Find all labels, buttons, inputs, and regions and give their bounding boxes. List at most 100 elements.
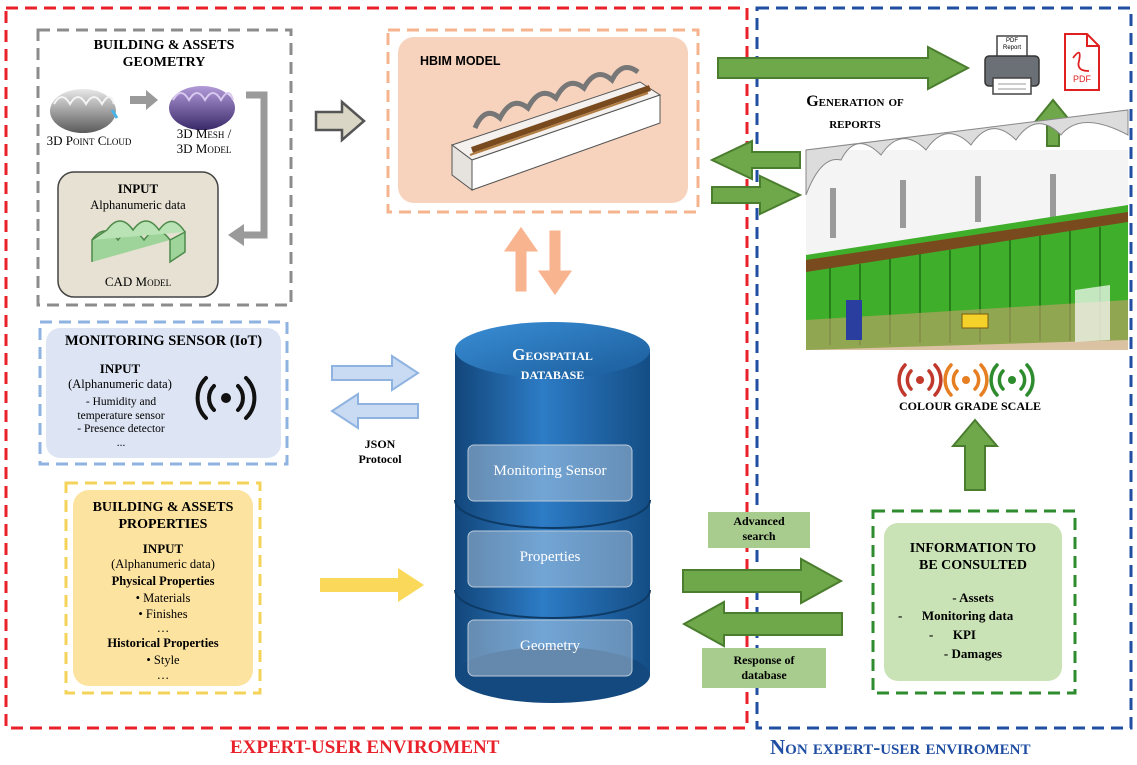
info-to-db-arrow bbox=[681, 600, 843, 648]
historical-item-ellipsis: … bbox=[156, 668, 170, 682]
json-label-line1: JSON bbox=[364, 437, 396, 451]
sensor-item-humidity-line1: - Humidity and bbox=[85, 396, 157, 408]
wifi-signal-icon bbox=[195, 376, 257, 420]
mesh-label-line2: 3D Model bbox=[176, 141, 232, 156]
database-title-line1: Geospatial bbox=[512, 345, 593, 364]
cad-model-drawing bbox=[91, 220, 186, 264]
database-cylinder bbox=[454, 322, 651, 703]
properties-input-subtitle: (Alphanumeric data) bbox=[111, 557, 215, 571]
db-layer-monitoring-label: Monitoring Sensor bbox=[493, 463, 607, 479]
library-3d-view-image bbox=[805, 109, 1129, 350]
info-title-line2: BE CONSULTED bbox=[918, 558, 1028, 573]
info-item-monitoring: - Monitoring data bbox=[898, 608, 1014, 623]
pdf-file-icon bbox=[1064, 33, 1100, 91]
properties-title-line1: BUILDING & ASSETS bbox=[92, 500, 234, 515]
sensor-input-subtitle: (Alphanumeric data) bbox=[68, 377, 172, 391]
db-layer-geometry bbox=[467, 619, 633, 677]
pdf-icon-label: PDF bbox=[1073, 74, 1091, 84]
hbim-to-printer-arrow bbox=[717, 45, 971, 91]
properties-input-title: INPUT bbox=[142, 541, 184, 556]
db-layer-monitoring bbox=[467, 444, 633, 502]
properties-inner bbox=[73, 490, 253, 686]
non-expert-environment-frame bbox=[755, 6, 1133, 730]
sensor-input-title: INPUT bbox=[99, 361, 141, 376]
physical-properties-title: Physical Properties bbox=[111, 574, 215, 588]
info-inner bbox=[884, 523, 1062, 681]
printer-label-line1: PDF bbox=[1006, 38, 1018, 44]
printer-pdf-report-label: PDF Report bbox=[997, 38, 1027, 52]
printer-icon bbox=[984, 35, 1040, 95]
historical-properties-title: Historical Properties bbox=[107, 636, 219, 650]
cad-input-title: INPUT bbox=[117, 181, 159, 196]
sensor-inner bbox=[46, 328, 281, 458]
non-expert-environment-label: Non expert-user enviroment bbox=[770, 735, 1031, 759]
info-to-scale-arrow bbox=[950, 418, 1000, 491]
db-to-hbim-arrow bbox=[502, 225, 540, 293]
printer-label-line2: Report bbox=[1002, 45, 1021, 51]
physical-item-finishes: • Finishes bbox=[138, 607, 188, 621]
mesh-drawing bbox=[169, 86, 235, 130]
advanced-search-line2: search bbox=[742, 529, 776, 543]
sensor-title: MONITORING SENSOR (IoT) bbox=[64, 333, 263, 349]
point-cloud-drawing bbox=[50, 89, 119, 133]
reports-title-line2: reports bbox=[829, 115, 881, 132]
advanced-search-label-bg bbox=[708, 512, 810, 548]
sensor-to-db-arrow bbox=[331, 354, 420, 392]
sensor-item-humidity: - Humidity and temperature sensor bbox=[56, 395, 186, 423]
database-title-line2: database bbox=[520, 364, 585, 383]
advanced-search-line1: Advanced bbox=[733, 514, 785, 528]
hbim-to-view-arrow bbox=[711, 174, 803, 216]
info-box-title: INFORMATION TO BE CONSULTED bbox=[884, 540, 1062, 574]
info-item-assets: - Assets bbox=[952, 590, 994, 605]
info-item-kpi: - KPI bbox=[929, 627, 976, 642]
json-protocol-label: JSON Protocol bbox=[340, 437, 420, 467]
cad-model-label: CAD Model bbox=[104, 274, 172, 289]
colour-grade-scale-label: COLOUR GRADE SCALE bbox=[898, 399, 1042, 413]
expert-environment-frame bbox=[4, 6, 749, 730]
reports-title: Generation of reports bbox=[800, 91, 910, 135]
cloud-to-mesh-arrow bbox=[130, 90, 158, 110]
colour-scale-orange-icon bbox=[943, 363, 989, 397]
response-line2: database bbox=[741, 668, 787, 682]
response-line1: Response of bbox=[733, 653, 795, 667]
mesh-label-line1: 3D Mesh / bbox=[176, 126, 232, 141]
mesh-to-cad-arrow bbox=[242, 91, 268, 239]
physical-item-materials: • Materials bbox=[135, 591, 191, 605]
hbim-model-drawing bbox=[450, 65, 662, 191]
database-title: Geospatial database bbox=[460, 345, 645, 383]
info-item-damages: - Damages bbox=[943, 646, 1003, 661]
db-to-sensor-arrow bbox=[330, 392, 419, 430]
geometry-to-hbim-arrow bbox=[314, 99, 366, 143]
physical-item-ellipsis: … bbox=[156, 621, 170, 635]
json-label-line2: Protocol bbox=[358, 452, 402, 466]
historical-item-style: • Style bbox=[146, 653, 180, 667]
db-layer-properties-label: Properties bbox=[519, 549, 581, 565]
geometry-title-line2: GEOMETRY bbox=[122, 55, 206, 70]
geometry-title-line1: BUILDING & ASSETS bbox=[93, 38, 235, 53]
cad-input-subtitle: Alphanumeric data bbox=[90, 198, 186, 212]
mesh-label: 3D Mesh / 3D Model bbox=[164, 126, 244, 156]
sensor-item-presence: - Presence detector bbox=[77, 423, 165, 435]
advanced-search-label: Advanced search bbox=[708, 514, 810, 544]
sensor-item-humidity-line2: temperature sensor bbox=[77, 410, 165, 422]
properties-to-db-arrow bbox=[320, 568, 424, 602]
sensor-ellipsis: ... bbox=[116, 437, 126, 449]
db-layer-properties bbox=[467, 530, 633, 588]
hbim-to-db-arrow bbox=[536, 229, 574, 297]
expert-environment-label: EXPERT-USER ENVIROMENT bbox=[230, 737, 500, 758]
response-of-database-label: Response of database bbox=[702, 653, 826, 683]
colour-scale-red-icon bbox=[897, 363, 943, 397]
reports-title-line1: Generation of bbox=[806, 93, 904, 110]
db-layer-geometry-label: Geometry bbox=[520, 638, 580, 654]
db-to-info-arrow bbox=[682, 557, 844, 605]
point-cloud-label: 3D Point Cloud bbox=[46, 133, 132, 148]
view-to-hbim-arrow bbox=[709, 139, 801, 181]
colour-scale-green-icon bbox=[989, 363, 1035, 397]
hbim-title: HBIM MODEL bbox=[420, 54, 501, 68]
geometry-box-title: BUILDING & ASSETS GEOMETRY bbox=[44, 37, 284, 71]
properties-title: BUILDING & ASSETS PROPERTIES bbox=[73, 499, 253, 533]
response-label-bg bbox=[702, 648, 826, 688]
properties-title-line2: PROPERTIES bbox=[118, 517, 208, 532]
info-title-line1: INFORMATION TO bbox=[909, 541, 1037, 556]
